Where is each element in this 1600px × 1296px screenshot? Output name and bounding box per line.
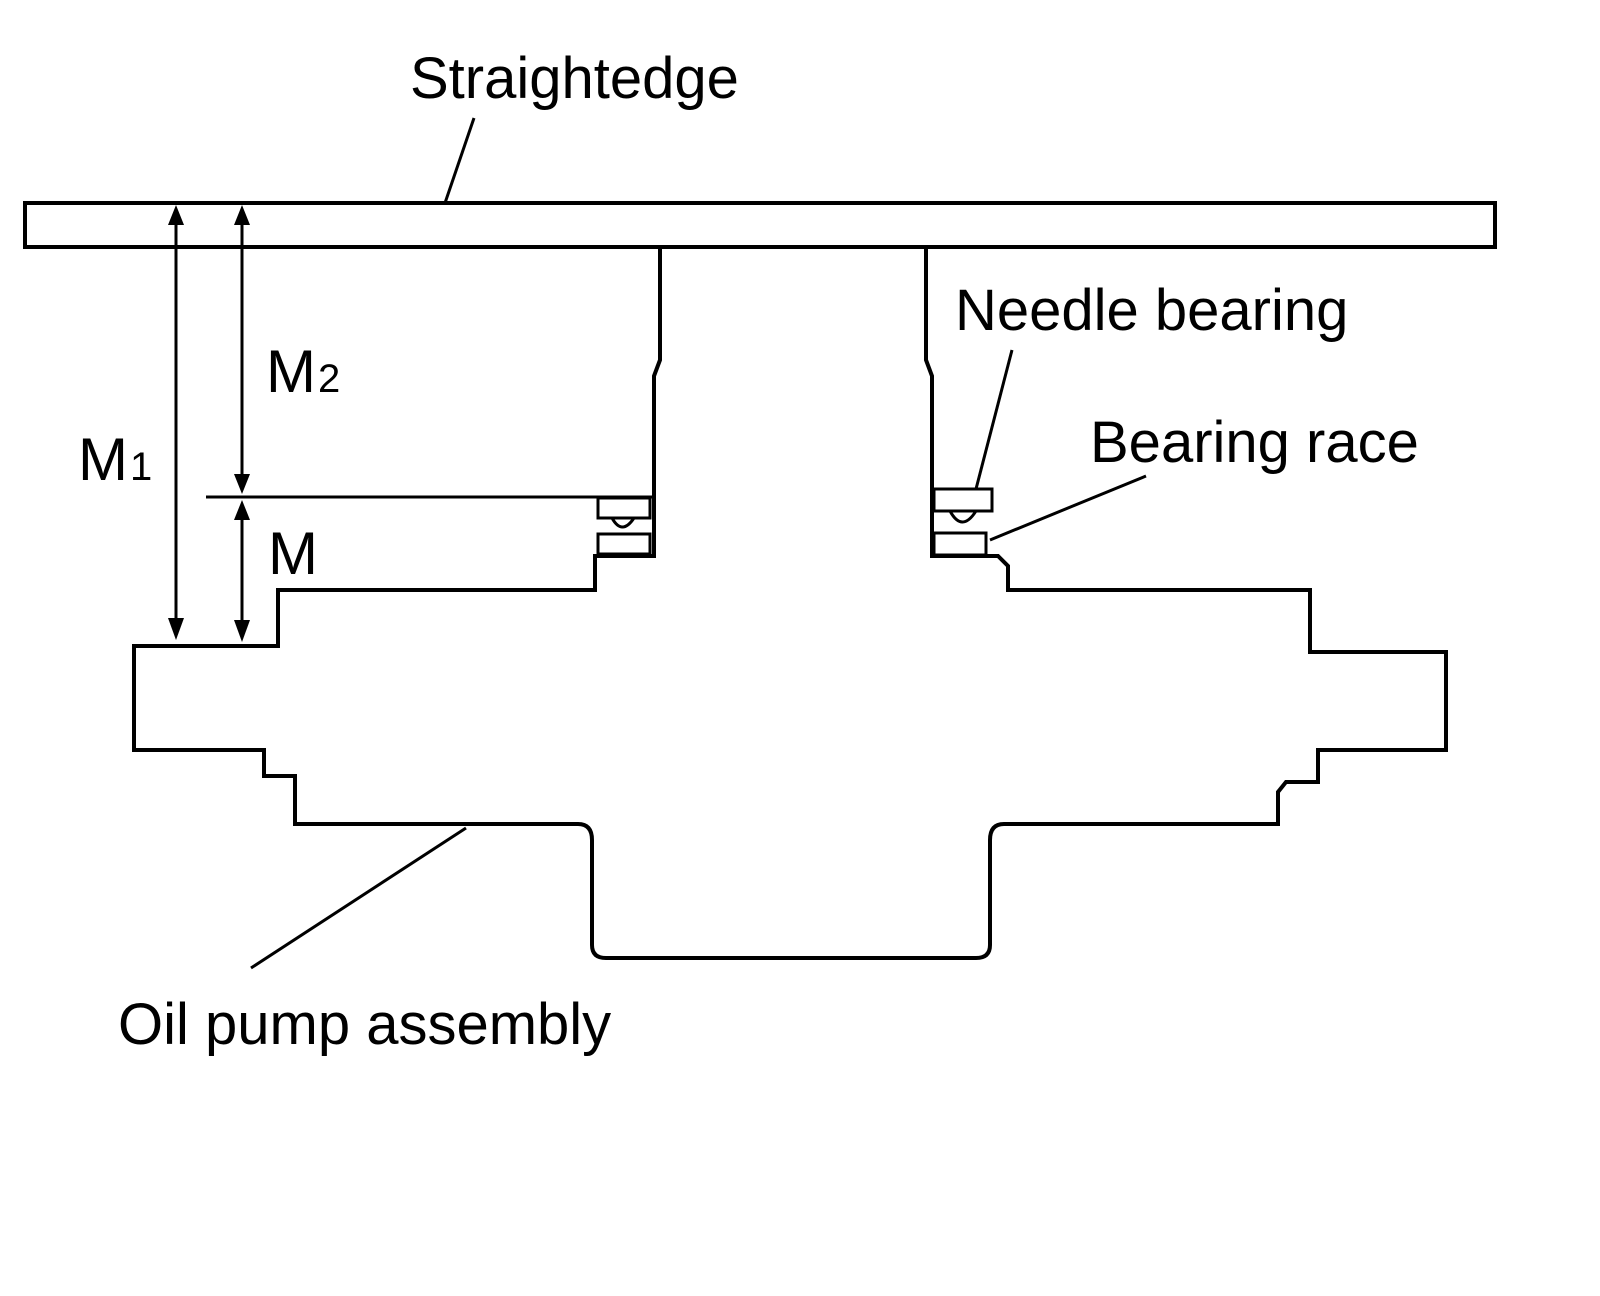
bearing-race-leader-line	[989, 474, 1147, 542]
bearing-race-label: Bearing race	[1090, 410, 1419, 475]
m1-dimension-arrow	[168, 205, 184, 640]
needle-bearing-leader-line	[974, 349, 1014, 490]
oil-pump-assembly-label: Oil pump assembly	[118, 992, 611, 1057]
m2-label-subscript: 2	[318, 357, 340, 401]
m-dimension-arrow	[234, 500, 250, 642]
left-bearing-lower-plate	[596, 532, 652, 556]
left-bearing-upper-plate	[596, 496, 652, 520]
oil-pump-leader-line	[250, 826, 467, 970]
m1-label-subscript: 1	[130, 445, 152, 489]
oil-pump-body-outline	[132, 245, 1448, 960]
straightedge-leader-line	[443, 117, 476, 204]
m2-label-letter: M	[266, 338, 316, 405]
m2-label: M2	[266, 338, 340, 405]
straightedge-label: Straightedge	[410, 46, 739, 111]
m1-label: M1	[78, 426, 152, 493]
right-bearing-race-plate	[932, 531, 988, 557]
m-label: M	[268, 520, 318, 587]
m2-dimension-arrow	[234, 205, 250, 494]
needle-bearing-label: Needle bearing	[955, 278, 1348, 343]
left-needle-roller	[610, 517, 636, 529]
m1-label-letter: M	[78, 426, 128, 493]
right-needle-roller	[948, 510, 978, 524]
right-needle-bearing-plate	[932, 487, 994, 513]
